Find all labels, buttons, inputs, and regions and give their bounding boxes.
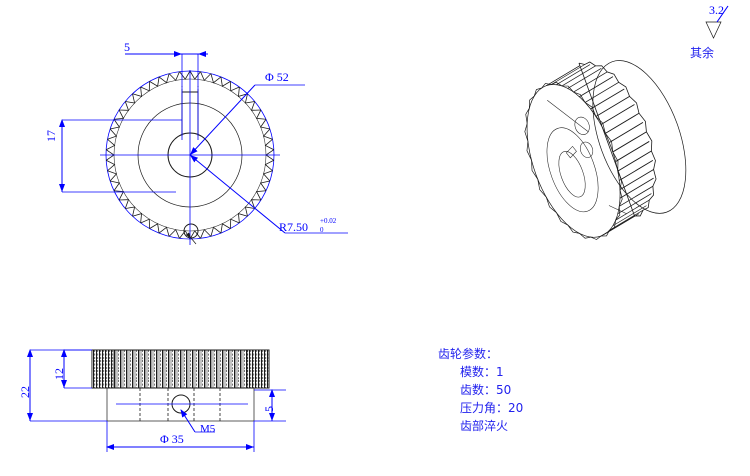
dim-bore-radius: R7.50 [279,220,309,234]
gear-parameter-table: 齿轮参数： 模数：1 齿数：50 压力角：20 齿部淬火 [438,345,523,435]
param-heading: 齿轮参数： [438,347,499,361]
param-value-pressure-angle: 20 [508,401,524,415]
param-row-pressure-angle: 压力角：20 [438,399,523,417]
param-value-teeth: 50 [496,383,512,397]
dim-total-width: 22 [18,386,32,398]
side-view-geometry [91,349,270,422]
surface-note-roughness: 3.2 [709,3,724,17]
surface-roughness-note [705,5,729,39]
param-row-module: 模数：1 [438,363,523,381]
param-label-pressure-angle: 压力角： [460,401,509,415]
param-note-heat-treatment: 齿部淬火 [460,419,509,433]
param-value-module: 1 [496,365,504,379]
side-view-dimensions [27,349,286,452]
front-view-geometry [100,70,280,245]
dim-bore-tol-upper: +0.02 [320,217,337,225]
dim-outer-diameter: Φ 52 [265,70,289,84]
iso-view-geometry [524,60,687,240]
param-row-teeth: 齿数：50 [438,381,523,399]
dim-keyway-width: 5 [124,40,130,54]
dim-tooth-width: 12 [52,368,66,380]
dim-hub-offset: 5 [262,406,276,412]
param-label-module: 模数： [460,365,497,379]
front-view-dimensions [59,51,348,245]
surface-note-label: 其余 [690,46,715,60]
dim-bore-tol-lower: 0 [320,226,324,234]
dim-hub-diameter: Φ 35 [160,432,184,446]
dim-keyway-depth: 17 [44,130,58,142]
dim-thread-callout: M5 [200,423,216,435]
param-label-teeth: 齿数： [460,383,497,397]
